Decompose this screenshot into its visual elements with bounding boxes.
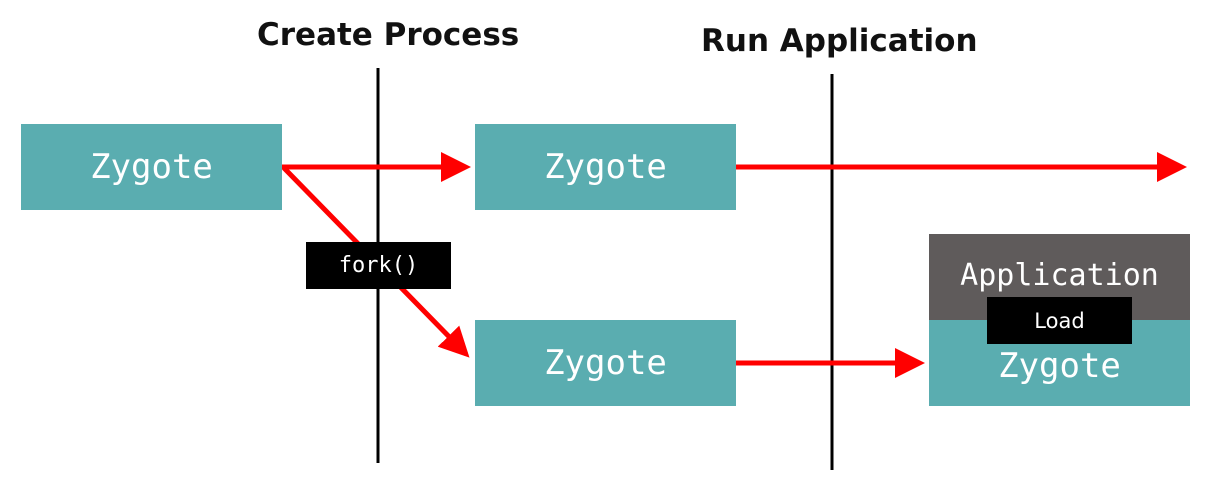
fork-call-tag: fork() [306,242,451,289]
zygote-continued-box: Zygote [475,124,736,210]
zygote-app-base-box: Zygote [929,320,1190,406]
zygote-app-base-label: Zygote [998,346,1121,386]
zygote-parent-box: Zygote [21,124,282,210]
fork-call-label: fork() [338,253,419,278]
application-label: Application [960,257,1159,293]
zygote-parent-label: Zygote [90,147,213,187]
zygote-child-label: Zygote [544,343,667,383]
create-process-heading: Create Process [257,17,520,53]
run-application-heading: Run Application [701,23,978,59]
load-tag: Load [987,297,1132,344]
zygote-continued-label: Zygote [544,147,667,187]
zygote-child-box: Zygote [475,320,736,406]
load-label: Load [1034,308,1085,333]
